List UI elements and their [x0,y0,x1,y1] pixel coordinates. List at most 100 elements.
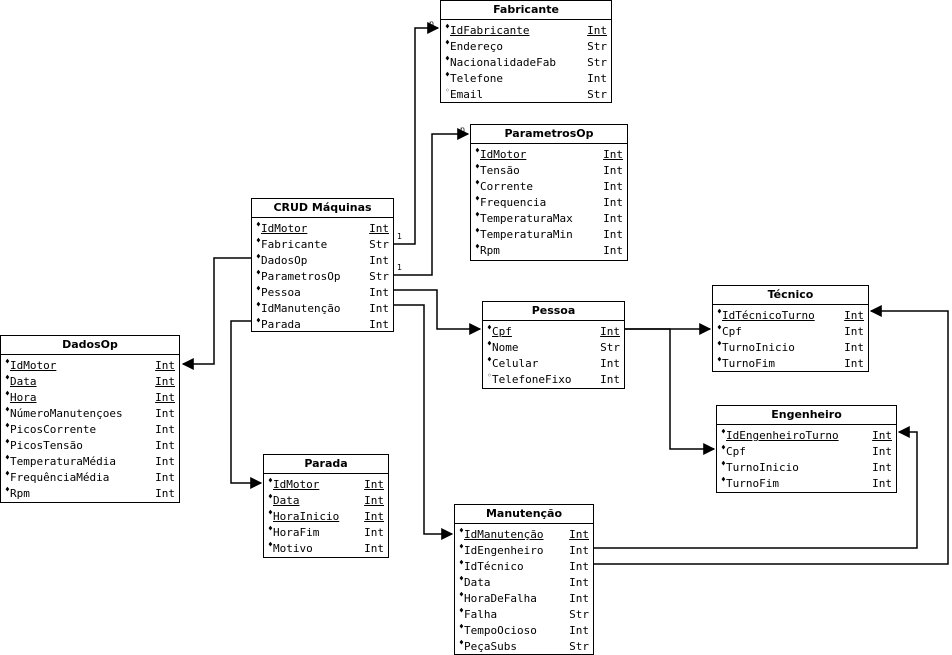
field-name: ♦Data [268,492,300,509]
required-marker-icon: ♦ [5,469,10,478]
field-type: Int [872,477,892,490]
field-name-text: Fabricante [261,238,328,251]
field-name: ♦IdFabricante [445,22,530,39]
field-name-text: PicosCorrente [10,423,97,436]
table-title: CRUD Máquinas [252,199,393,218]
field-name-text: HoraFim [273,526,320,539]
field-name-text: IdManutenção [261,302,341,315]
field-name: ♦IdEngenheiro [459,542,543,559]
required-marker-icon: ♦ [459,638,464,647]
field-name: ♦DadosOp [256,252,307,269]
field-type: Str [587,88,607,101]
field-name: ♦Parada [256,316,301,333]
required-marker-icon: ♦ [717,339,722,348]
field-type: Int [603,228,623,241]
cardinality-many-fabricante: n [429,19,435,28]
field-name: ♦Tensão [475,162,520,179]
field-name-text: Rpm [480,244,500,257]
required-marker-icon: ♦ [717,323,722,332]
table-title: Pessoa [483,302,624,321]
field-type: Int [369,222,389,235]
field-row: ♦DadosOp Int [256,252,389,269]
required-marker-icon: ♦ [256,268,261,277]
field-name: ♦Corrente [475,178,533,195]
field-name: ♦Rpm [5,485,30,502]
field-name-text: TurnoInicio [722,341,795,354]
field-type: Int [155,471,175,484]
required-marker-icon: ♦ [475,194,480,203]
line-pessoa-engenheiro [625,328,716,455]
required-marker-icon: ♦ [475,226,480,235]
field-type: Int [155,455,175,468]
required-marker-icon: ♦ [256,236,261,245]
field-type: Int [603,196,623,209]
field-type: Int [155,487,175,500]
field-type: Int [369,286,389,299]
field-name-text: IdEngenheiroTurno [726,429,839,442]
required-marker-icon: ♦ [445,22,450,31]
field-name-text: IdFabricante [450,24,530,37]
field-name: ♦PicosTensão [5,437,83,454]
field-type: Str [587,56,607,69]
field-name-text: PeçaSubs [464,640,517,653]
field-name-text: IdTécnicoTurno [722,309,815,322]
field-type: Int [369,254,389,267]
field-type: Int [369,318,389,331]
field-name-text: TurnoInicio [726,461,799,474]
required-marker-icon: ♦ [475,146,480,155]
required-marker-icon: ♦ [268,492,273,501]
field-name-text: Hora [10,391,37,404]
field-name: ♦IdTécnico [459,558,524,575]
field-name-text: Telefone [450,72,503,85]
field-type: Int [364,478,384,491]
required-marker-icon: ♦ [5,357,10,366]
table-title: ParametrosOp [471,125,627,144]
field-name-text: HoraInicio [273,510,340,523]
field-type: Int [872,461,892,474]
table-title: Técnico [713,286,868,305]
field-name-text: TempoOcioso [464,624,537,637]
field-row: ♦Rpm Int [5,485,175,502]
required-marker-icon: ♦ [256,252,261,261]
field-type: Str [587,40,607,53]
field-name: ♦TemperaturaMax [475,210,573,227]
field-type: Int [155,439,175,452]
required-marker-icon: ♦ [268,476,273,485]
field-name-text: TemperaturaMin [480,228,573,241]
required-marker-icon: ♦ [445,70,450,79]
required-marker-icon: ♦ [717,307,722,316]
field-name: ♦Cpf [717,323,742,340]
field-name-text: HoraDeFalha [464,592,537,605]
line-crud-parametros [394,128,470,276]
field-name: ♦Celular [487,355,538,372]
field-name-text: Cpf [722,325,742,338]
field-name-text: ParametrosOp [261,270,341,283]
